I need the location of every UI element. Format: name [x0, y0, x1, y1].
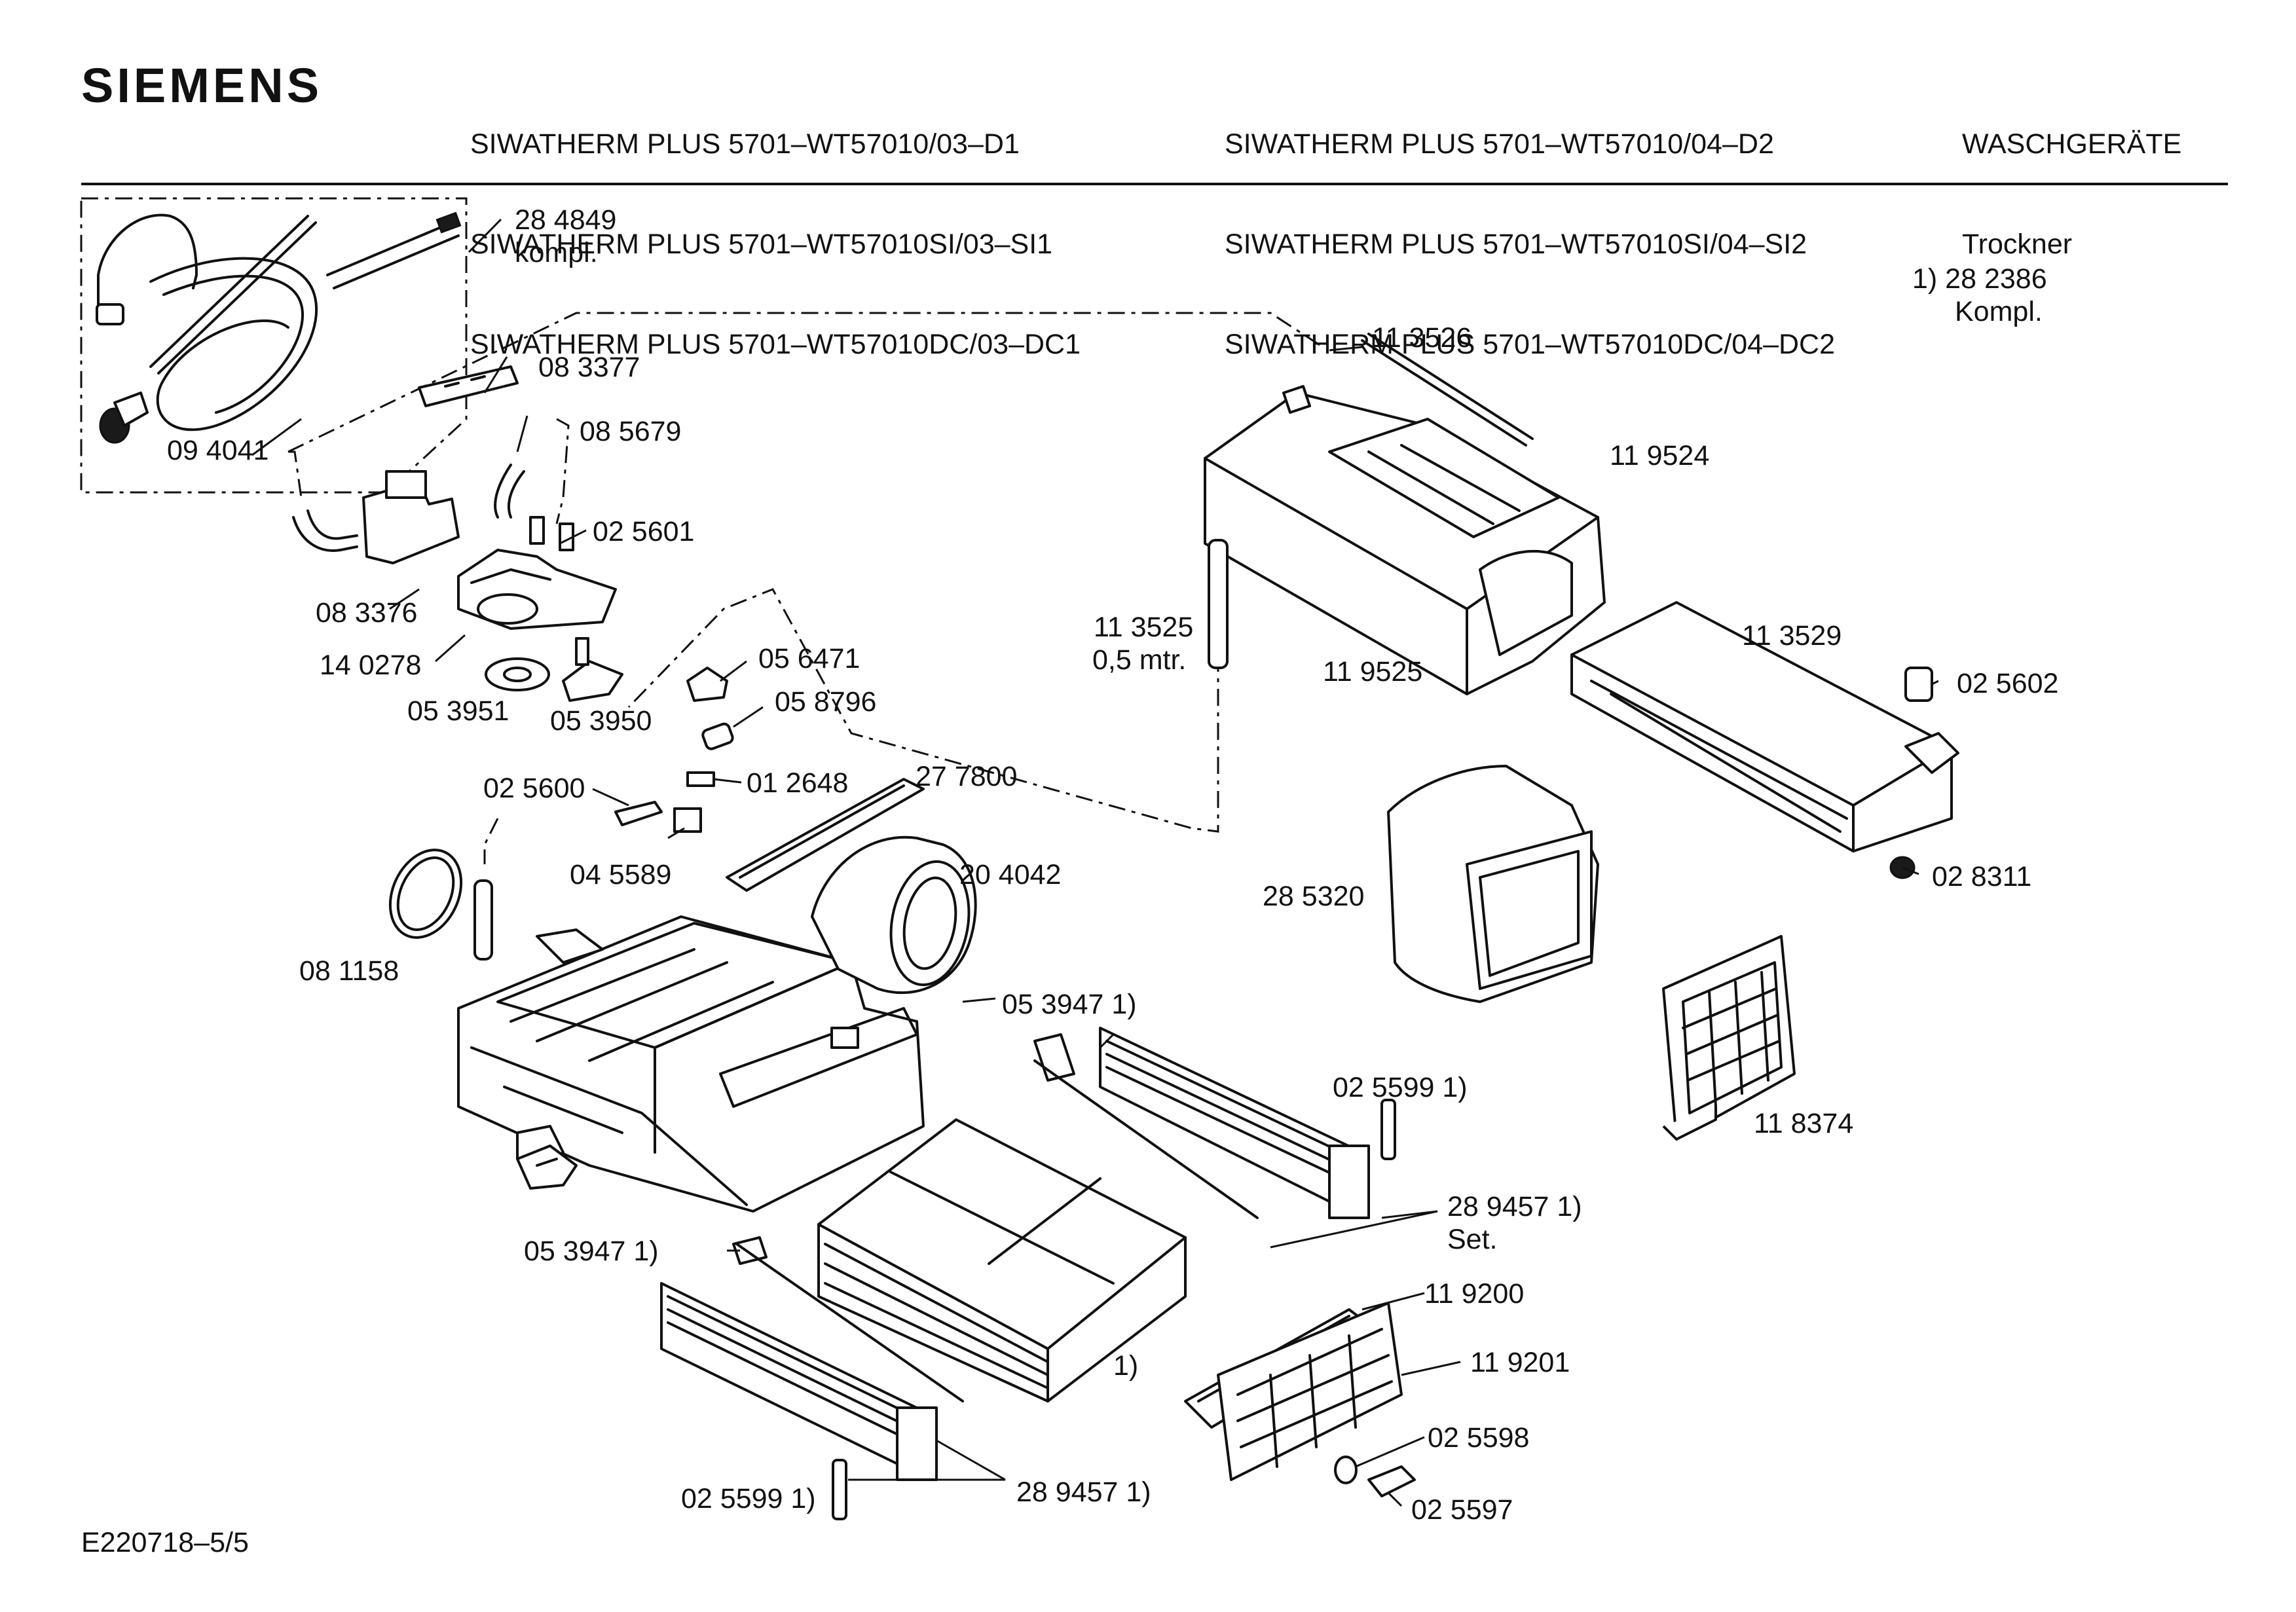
part-label: 0,5 mtr.: [1092, 644, 1186, 676]
part-label: 05 8796: [775, 686, 876, 718]
tube-drawing: [1208, 539, 1229, 669]
model-line: SIWATHERM PLUS 5701–WT57010SI/04–SI2: [1225, 229, 1807, 260]
part-label: 11 3525: [1094, 612, 1193, 643]
part-label: 02 8311: [1932, 861, 2031, 892]
part-label: 08 3376: [316, 597, 417, 629]
drawing-code: E220718–5/5: [81, 1527, 249, 1558]
part-label: 02 5602: [1957, 668, 2058, 699]
part-label: 05 3947 1): [524, 1236, 659, 1267]
part-label: 27 7800: [916, 761, 1017, 792]
part-label: 11 9524: [1610, 440, 1709, 471]
cover-filter-drawing: [1184, 1302, 1416, 1497]
accessory-kit-box: [80, 197, 468, 494]
grille-strips-drawing: [660, 1027, 1396, 1520]
small-parts-drawing: [614, 667, 734, 833]
part-label: 1): [1113, 1350, 1138, 1382]
part-label: 28 9457 1): [1447, 1191, 1582, 1222]
air-duct-drawing: [1387, 765, 1599, 1003]
fan-housing-drawing: [811, 835, 977, 995]
part-label: 02 5599 1): [1333, 1072, 1468, 1103]
pump-group-drawing: [292, 365, 623, 702]
category-subtitle: Trockner: [1962, 229, 2073, 260]
part-label: 11 3529: [1742, 620, 1842, 651]
part-label: kompl.: [515, 237, 598, 268]
seal-strip-drawing: [726, 778, 925, 892]
model-line: SIWATHERM PLUS 5701–WT57010/03–D1: [470, 128, 1020, 160]
part-label: 05 6471: [758, 643, 860, 674]
category-block: WASCHGERÄTE Trockner: [1962, 61, 2181, 328]
part-label: 28 5320: [1263, 881, 1364, 912]
category-title: WASCHGERÄTE: [1962, 128, 2182, 160]
part-label: 01 2648: [747, 767, 848, 799]
part-label: 28 4849: [515, 204, 616, 236]
part-label: 05 3951: [407, 695, 509, 727]
kit-note-line2: Kompl.: [1955, 296, 2043, 327]
part-label: 11 8374: [1754, 1108, 1853, 1139]
siemens-logo: SIEMENS: [81, 58, 323, 113]
part-label: 09 4041: [167, 435, 268, 466]
part-label: Set.: [1447, 1224, 1498, 1255]
drain-hose-kit-drawing: [96, 211, 462, 444]
part-label: 02 5599 1): [681, 1483, 816, 1514]
header-rule: [81, 183, 2228, 185]
model-line: SIWATHERM PLUS 5701–WT57010DC/03–DC1: [470, 329, 1081, 360]
kit-note-line1: 1) 28 2386: [1912, 263, 2047, 295]
model-line: SIWATHERM PLUS 5701–WT57010SI/03–SI1: [470, 229, 1053, 260]
part-label: 08 1158: [299, 955, 399, 987]
part-label: 28 9457 1): [1016, 1476, 1151, 1508]
part-label: 14 0278: [320, 650, 421, 681]
part-label: 02 5601: [593, 516, 694, 547]
part-label: 11 3526: [1372, 322, 1472, 354]
part-label: 11 9201: [1470, 1347, 1570, 1378]
part-label: 04 5589: [570, 859, 671, 890]
part-labels: 28 4849 kompl. 09 4041 08 3377 08 5679 0…: [167, 204, 2058, 1526]
part-label: 11 9525: [1323, 656, 1422, 687]
condenser-drawing: [817, 1118, 1187, 1402]
model-list-column-2: SIWATHERM PLUS 5701–WT57010/04–D2 SIWATH…: [1225, 61, 1835, 428]
part-label: 02 5598: [1428, 1422, 1529, 1454]
part-label: 02 5600: [483, 773, 585, 804]
filter-frame-drawing: [1662, 935, 1796, 1141]
base-housing-drawing: [457, 915, 925, 1213]
water-container-drawing: [1570, 601, 1959, 879]
model-list-column-1: SIWATHERM PLUS 5701–WT57010/03–D1 SIWATH…: [470, 61, 1081, 428]
part-label: 11 9200: [1424, 1278, 1524, 1310]
leader-lines: [251, 218, 1939, 1507]
rear-housing-drawing: [1204, 333, 1606, 695]
bracket-drawing: [516, 1145, 578, 1190]
part-label: 20 4042: [959, 859, 1061, 890]
part-label: 05 3950: [550, 705, 652, 737]
model-line: SIWATHERM PLUS 5701–WT57010DC/04–DC2: [1225, 329, 1836, 360]
part-label: 08 5679: [580, 416, 681, 447]
model-line: SIWATHERM PLUS 5701–WT57010/04–D2: [1225, 128, 1774, 160]
part-label: 08 3377: [538, 352, 640, 383]
part-label: 05 3947 1): [1002, 989, 1137, 1020]
part-label: 02 5597: [1411, 1494, 1513, 1526]
seal-ring-drawing: [388, 849, 493, 961]
assembly-dash-lines: [287, 312, 1324, 864]
